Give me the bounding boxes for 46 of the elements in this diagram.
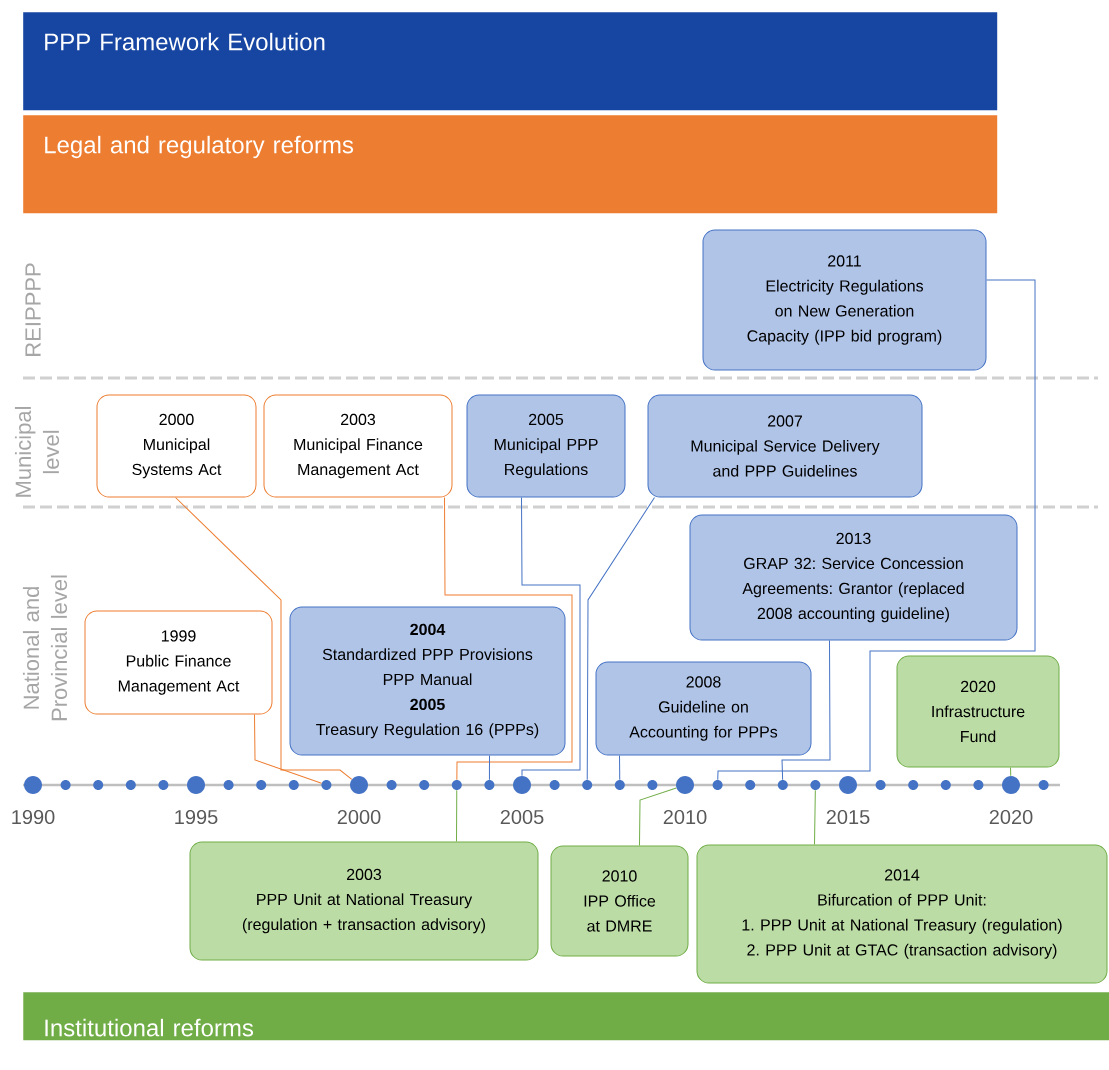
timeline-dot	[676, 776, 694, 794]
connector-line	[488, 755, 490, 781]
event-box: 2003 Municipal Finance Management Act	[263, 394, 453, 498]
event-box: 2005 Municipal PPP Regulations	[466, 394, 626, 498]
connector-line	[521, 497, 581, 777]
event-box: 2014 Bifurcation of PPP Unit: 1. PPP Unit at National Treasury (regulation) 2. PPP Unit at GTAC (transaction advisory)	[696, 844, 1108, 984]
band: Institutional reforms	[23, 992, 1109, 1041]
band: Legal and regulatory reforms	[23, 115, 998, 214]
event-box: 2013 GRAP 32: Service Concession Agreements: Grantor (replaced 2008 accounting guideline)	[689, 514, 1018, 641]
event-box: 2007 Municipal Service Delivery and PPP Guidelines	[647, 394, 923, 498]
year-label: 1995	[175, 809, 218, 825]
connector-line	[456, 789, 458, 842]
event-box: 1999 Public Finance Management Act	[84, 610, 273, 715]
year-label: 2010	[663, 809, 707, 825]
connector-line	[254, 714, 322, 784]
band: PPP Framework Evolution	[23, 12, 998, 111]
lane-label: REIPPPP	[25, 263, 41, 356]
connector-line	[586, 497, 655, 781]
connector-line	[717, 279, 1036, 781]
connector-line	[781, 640, 831, 781]
connector-line	[639, 787, 677, 846]
year-label: 2005	[500, 809, 544, 825]
event-box: 2020 Infrastructure Fund	[896, 655, 1060, 768]
timeline-dot	[1002, 776, 1020, 794]
event-box: 2011 Electricity Regulations on New Generation Capacity (IPP bid program)	[702, 229, 987, 371]
event-box: 2004 Standardized PPP Provisions PPP Manual 2005 Treasury Regulation 16 (PPPs)	[289, 606, 566, 756]
connector-line	[1010, 767, 1012, 777]
event-box: 2003 PPP Unit at National Treasury (regulation + transaction advisory)	[189, 841, 539, 961]
year-label: 2020	[989, 809, 1033, 825]
timeline-dot	[24, 776, 42, 794]
lane-label: National and Provincial level	[22, 575, 68, 721]
event-box: 2010 IPP Office at DMRE	[550, 845, 689, 957]
connector-line	[175, 497, 353, 780]
connector-line	[814, 789, 816, 845]
timeline-dot	[839, 776, 857, 794]
timeline-dot	[513, 776, 531, 794]
year-label: 1990	[12, 809, 55, 825]
event-box: 2000 Municipal Systems Act	[96, 394, 257, 498]
connector-line	[619, 755, 621, 781]
timeline-dot	[350, 776, 368, 794]
event-box: 2008 Guideline on Accounting for PPPs	[595, 661, 812, 756]
lane-label: Municipal level	[14, 407, 60, 497]
connector-line	[444, 497, 573, 781]
year-label: 2000	[337, 809, 381, 825]
year-label: 2015	[826, 809, 870, 825]
timeline-dot	[187, 776, 205, 794]
